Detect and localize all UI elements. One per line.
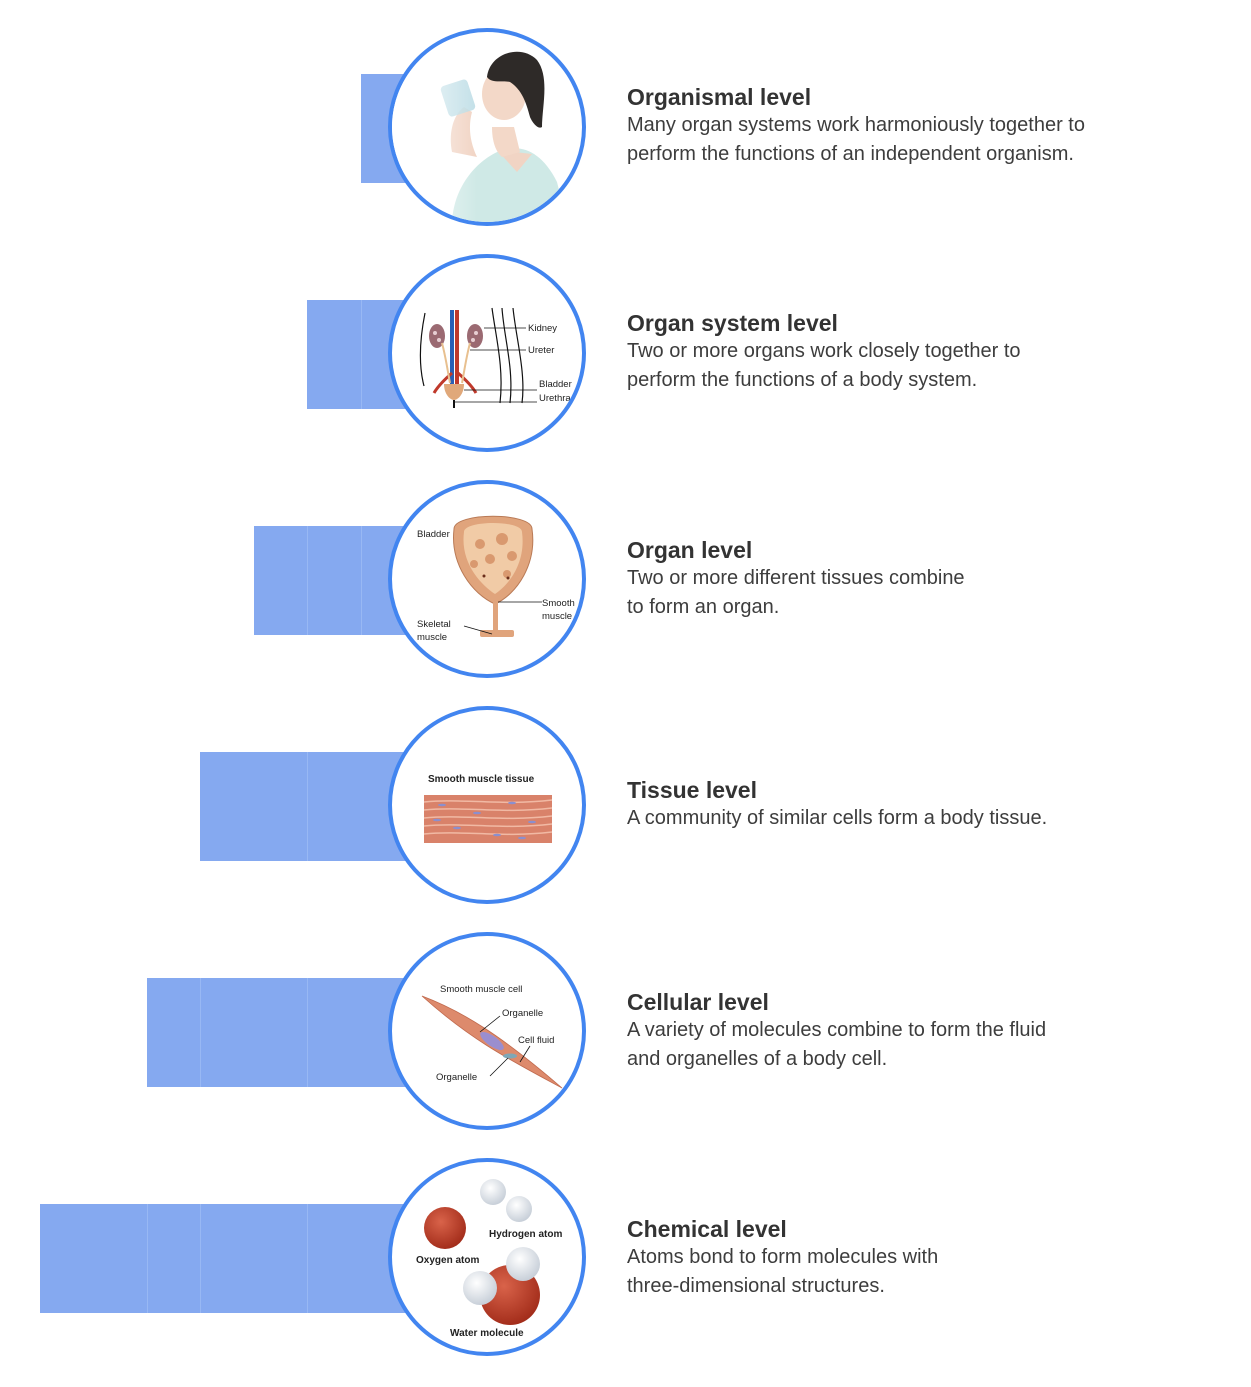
level-description-line: Many organ systems work harmoniously tog… — [627, 114, 1085, 136]
smooth-muscle-tissue-icon: Smooth muscle tissue — [423, 774, 553, 843]
level-text: Organismal level Many organ systems work… — [627, 83, 1227, 169]
level-description-line: to form an organ. — [627, 596, 780, 618]
smooth-muscle-cell-icon: Smooth muscle cell Organelle Cell fluid … — [421, 984, 563, 1089]
level-description-line: and organelles of a body cell. — [627, 1048, 888, 1070]
level-row-organismal: Organismal level Many organ systems work… — [0, 28, 1251, 238]
level-title: Tissue level — [627, 777, 757, 803]
level-description-line: Two or more different tissues combine — [627, 567, 965, 589]
diagram-label: Water molecule — [450, 1328, 524, 1339]
diagram-label: muscle — [542, 611, 572, 622]
level-bar — [200, 752, 411, 861]
illustration-circle: Kidney Ureter Bladder Urethra — [388, 254, 586, 452]
illustration-circle: Smooth muscle cell Organelle Cell fluid … — [388, 932, 586, 1130]
diagram-label: Oxygen atom — [416, 1255, 479, 1266]
diagram-label: Kidney — [528, 323, 557, 334]
level-text: Chemical level Atoms bond to form molecu… — [627, 1215, 1227, 1301]
level-row-organ: Bladder Smooth muscle Skeletal muscle Or… — [0, 480, 1251, 690]
level-description-line: perform the functions of a body system. — [627, 369, 978, 391]
diagram-label: Skeletal — [417, 619, 451, 630]
level-description-line: three-dimensional structures. — [627, 1275, 885, 1297]
level-title: Cellular level — [627, 989, 769, 1015]
level-row-cellular: Smooth muscle cell Organelle Cell fluid … — [0, 932, 1251, 1142]
illustration-circle: Bladder Smooth muscle Skeletal muscle — [388, 480, 586, 678]
level-text: Organ system level Two or more organs wo… — [627, 309, 1227, 395]
level-description-line: perform the functions of an independent … — [627, 143, 1074, 165]
level-text: Organ level Two or more different tissue… — [627, 536, 1227, 622]
level-description-line: Atoms bond to form molecules with — [627, 1246, 939, 1268]
level-bar — [147, 978, 411, 1087]
level-text: Tissue level A community of similar cell… — [627, 776, 1227, 833]
illustration-circle: Smooth muscle tissue — [388, 706, 586, 904]
level-bar — [40, 1204, 411, 1313]
woman-drinking-water-icon — [392, 32, 582, 222]
level-title: Chemical level — [627, 1216, 787, 1242]
diagram-label: muscle — [417, 632, 447, 643]
diagram-label: Bladder — [539, 379, 572, 390]
level-title: Organismal level — [627, 84, 812, 110]
level-description-line: A variety of molecules combine to form t… — [627, 1019, 1047, 1041]
illustration-circle: Hydrogen atom Oxygen atom Water molecule — [388, 1158, 586, 1356]
diagram-label: Smooth muscle cell — [440, 984, 522, 995]
diagram-label: Cell fluid — [518, 1035, 554, 1046]
level-title: Organ system level — [627, 310, 838, 336]
illustration-circle — [388, 28, 586, 226]
level-bar — [254, 526, 411, 635]
level-description-line: A community of similar cells form a body… — [627, 807, 1048, 829]
level-title: Organ level — [627, 537, 753, 563]
diagram-label: Urethra — [539, 393, 571, 404]
level-row-chemical: Hydrogen atom Oxygen atom Water molecule… — [0, 1158, 1251, 1368]
water-molecule-icon: Hydrogen atom Oxygen atom Water molecule — [416, 1179, 562, 1339]
diagram-label: Smooth — [542, 598, 575, 609]
level-row-tissue: Smooth muscle tissue Tissue level A comm… — [0, 706, 1251, 916]
diagram-label: Bladder — [417, 529, 450, 540]
diagram-label: Ureter — [528, 345, 554, 356]
diagram-label: Smooth muscle tissue — [428, 774, 535, 785]
diagram-label: Organelle — [502, 1008, 543, 1019]
urinary-system-icon: Kidney Ureter Bladder Urethra — [419, 307, 572, 408]
level-text: Cellular level A variety of molecules co… — [627, 988, 1227, 1074]
diagram-label: Hydrogen atom — [489, 1229, 562, 1240]
level-row-organ-system: Kidney Ureter Bladder Urethra Organ syst… — [0, 254, 1251, 464]
level-description-line: Two or more organs work closely together… — [627, 340, 1021, 362]
bladder-icon: Bladder Smooth muscle Skeletal muscle — [417, 515, 575, 643]
diagram-label: Organelle — [436, 1072, 477, 1083]
